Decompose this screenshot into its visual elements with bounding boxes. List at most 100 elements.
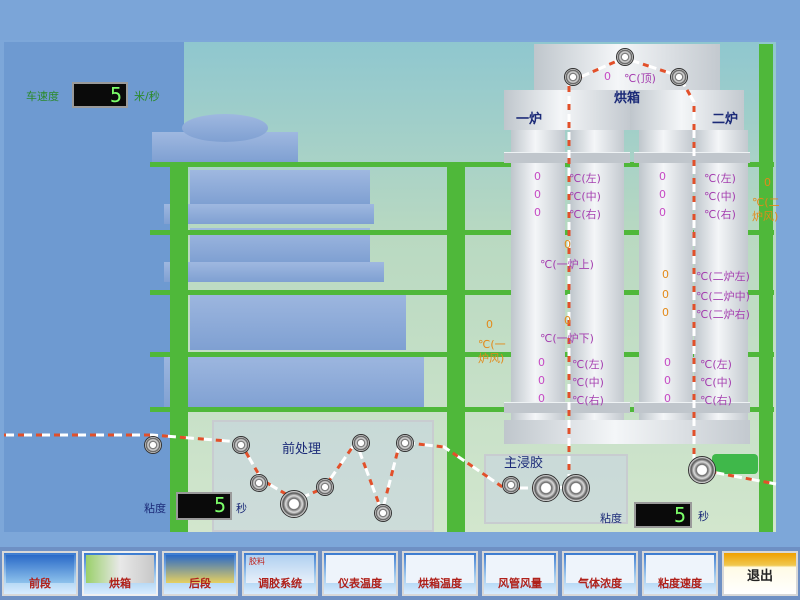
furnace2-temp-value: 0 xyxy=(659,170,666,183)
furnace1-air-label: 炉风) xyxy=(478,352,505,365)
furnace2-temp-label: ℃(左) xyxy=(700,358,732,371)
furnace2-temp-label: ℃(二炉中) xyxy=(696,290,750,303)
frame-beam xyxy=(150,352,774,357)
furnace1-upper-value: 0 xyxy=(564,238,571,251)
furnace1-temp-label: ℃(左) xyxy=(572,358,604,371)
instrument-temp-chart-icon xyxy=(326,555,394,583)
furnace2-temp-label: ℃(中) xyxy=(700,376,732,389)
pretreatment-viscosity-label: 粘度 xyxy=(144,502,166,515)
nav-button-gas-concentration[interactable]: 气体浓度 xyxy=(562,551,638,596)
glue-thumb-text: 胶料 xyxy=(249,557,265,566)
furnace1-temp-label: ℃(左) xyxy=(569,172,601,185)
nav-button-label: 烘箱 xyxy=(109,577,131,590)
furnace1-lower-label: ℃(一炉下) xyxy=(540,332,594,345)
nav-button-front-section[interactable]: 前段 xyxy=(2,551,78,596)
furnace2-temp-label: ℃(右) xyxy=(704,208,736,221)
furnace2-temp-value: 0 xyxy=(662,306,669,319)
nav-button-glue-system[interactable]: 胶料 调胶系统 xyxy=(242,551,318,596)
frame-beam xyxy=(150,162,774,167)
machine-dome xyxy=(182,114,268,142)
oven-top-temp-value: 0 xyxy=(604,70,611,83)
exit-button[interactable]: 退出 xyxy=(722,551,798,596)
main-dip-viscosity-display: 5 xyxy=(634,502,692,528)
furnace1-upper-label: ℃(一炉上) xyxy=(540,258,594,271)
nav-button-label: 气体浓度 xyxy=(578,577,622,590)
roller xyxy=(232,436,250,454)
duct-airflow-chart-icon xyxy=(486,555,554,583)
furnace2-temp-value: 0 xyxy=(659,206,666,219)
furnace1-column-b xyxy=(570,130,624,420)
furnace2-column-b xyxy=(694,130,748,420)
nav-button-label: 风管风量 xyxy=(498,577,542,590)
furnace1-air-value: 0 xyxy=(486,318,493,331)
furnace1-temp-value: 0 xyxy=(534,188,541,201)
nav-button-label: 仪表温度 xyxy=(338,577,382,590)
furnace1-title: 一炉 xyxy=(516,112,543,127)
oven-temp-chart-icon xyxy=(406,555,474,583)
roller xyxy=(564,68,582,86)
frame-beam xyxy=(150,407,774,412)
machine-block xyxy=(164,352,424,410)
roller xyxy=(144,436,162,454)
furnace2-temp-value: 0 xyxy=(664,374,671,387)
nav-button-label: 粘度速度 xyxy=(658,577,702,590)
furnace1-temp-value: 0 xyxy=(534,170,541,183)
nav-button-oven-temp[interactable]: 烘箱温度 xyxy=(402,551,478,596)
glue-system-thumbnail-icon: 胶料 xyxy=(246,555,314,583)
furnace1-temp-value: 0 xyxy=(534,206,541,219)
speed-unit: 米/秒 xyxy=(134,90,160,103)
pretreatment-viscosity-unit: 秒 xyxy=(236,502,247,515)
oven-ring xyxy=(634,152,750,163)
furnace1-temp-value: 0 xyxy=(538,356,545,369)
roller xyxy=(616,48,634,66)
roller xyxy=(316,478,334,496)
oven-left-cap xyxy=(504,90,630,130)
roller xyxy=(374,504,392,522)
furnace2-air-label: 炉风) xyxy=(752,210,779,223)
furnace2-temp-label: ℃(二炉左) xyxy=(696,270,750,283)
furnace2-temp-value: 0 xyxy=(664,392,671,405)
furnace1-temp-value: 0 xyxy=(538,374,545,387)
roller xyxy=(396,434,414,452)
furnace2-temp-label: ℃(左) xyxy=(704,172,736,185)
front-section-thumbnail-icon xyxy=(6,555,74,583)
furnace1-air-label: ℃(一 xyxy=(478,338,506,351)
furnace1-temp-label: ℃(右) xyxy=(572,394,604,407)
nav-button-instrument-temp[interactable]: 仪表温度 xyxy=(322,551,398,596)
furnace2-air-value: 0 xyxy=(764,176,771,189)
roller xyxy=(250,474,268,492)
rear-section-thumbnail-icon xyxy=(166,555,234,583)
furnace2-temp-value: 0 xyxy=(664,356,671,369)
main-dip-viscosity-label: 粘度 xyxy=(600,512,622,525)
furnace1-temp-label: ℃(中) xyxy=(572,376,604,389)
furnace2-temp-label: ℃(中) xyxy=(704,190,736,203)
nav-button-oven[interactable]: 烘箱 xyxy=(82,551,158,596)
machine-block xyxy=(190,290,406,350)
furnace1-column-a xyxy=(511,130,565,420)
machine-block xyxy=(164,262,384,282)
nav-button-label: 烘箱温度 xyxy=(418,577,462,590)
main-dip-title: 主浸胶 xyxy=(504,456,544,471)
furnace2-temp-value: 0 xyxy=(662,268,669,281)
drive-motor xyxy=(712,454,758,474)
strip-path xyxy=(4,56,777,518)
furnace2-title: 二炉 xyxy=(712,112,739,127)
frame-beam xyxy=(150,290,774,295)
nav-button-duct-airflow[interactable]: 风管风量 xyxy=(482,551,558,596)
oven-thumbnail-icon xyxy=(86,555,154,583)
process-scene: 车速度 5 米/秒 烘箱 0 ℃(顶) 一炉 二炉 0 ℃(左) 0 ℃(中) … xyxy=(4,42,780,532)
furnace1-temp-label: ℃(右) xyxy=(569,208,601,221)
nav-button-rear-section[interactable]: 后段 xyxy=(162,551,238,596)
title-bar xyxy=(0,0,800,40)
oven-right-cap xyxy=(630,90,744,130)
roller xyxy=(352,434,370,452)
nav-button-viscosity-speed[interactable]: 粘度速度 xyxy=(642,551,718,596)
nav-button-label: 调胶系统 xyxy=(258,577,302,590)
furnace2-temp-label: ℃(二炉右) xyxy=(696,308,750,321)
fabric-strip xyxy=(4,56,777,518)
pretreatment-viscosity-display: 5 xyxy=(176,492,232,520)
frame-beam xyxy=(150,230,774,235)
nav-button-label: 前段 xyxy=(29,577,51,590)
roller xyxy=(562,474,590,502)
roller xyxy=(532,474,560,502)
